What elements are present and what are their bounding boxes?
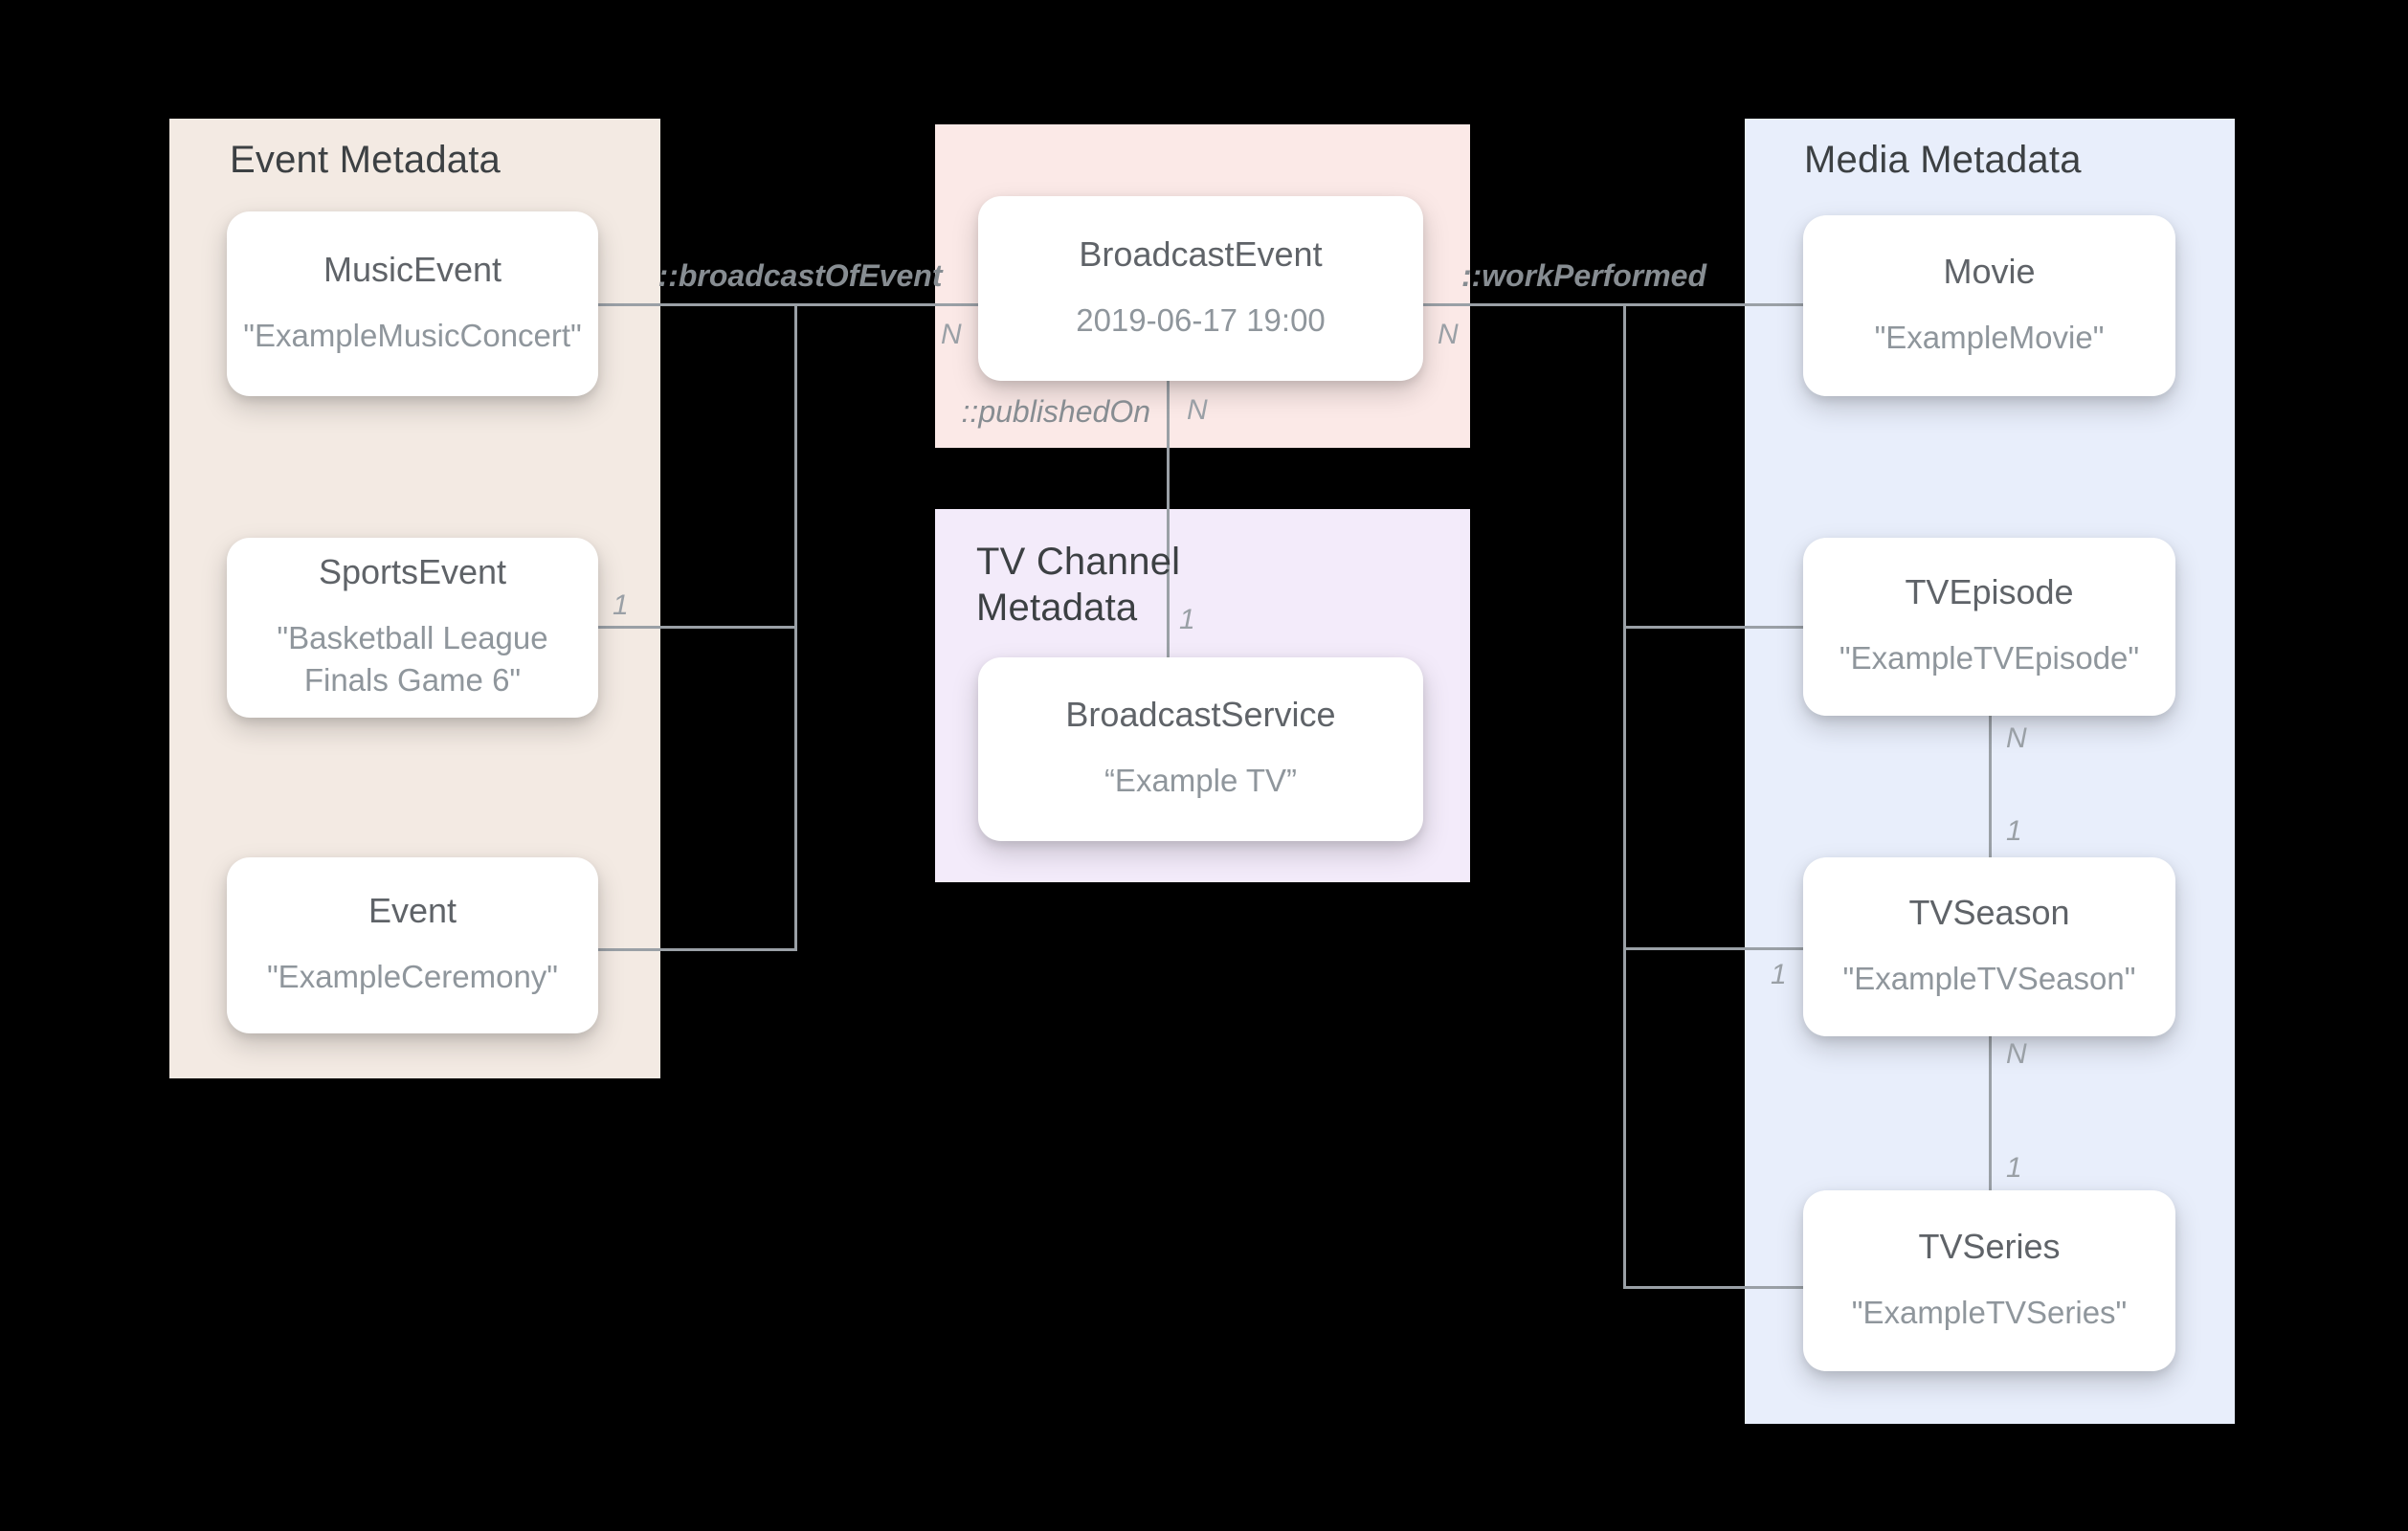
card-title: TVSeries xyxy=(1918,1226,2061,1266)
card-value: "ExampleTVSeries" xyxy=(1851,1294,2128,1330)
card-title: TVSeason xyxy=(1908,892,2070,932)
edge-tvepisode-tvseason xyxy=(1989,716,1992,857)
cardinality-season-series-n: N xyxy=(2006,1038,2027,1070)
card-tv-season: TVSeason "ExampleTVSeason" xyxy=(1803,857,2175,1036)
card-value: "ExampleTVEpisode" xyxy=(1839,640,2140,677)
card-value: 2019-06-17 19:00 xyxy=(1076,301,1326,338)
card-tv-episode: TVEpisode "ExampleTVEpisode" xyxy=(1803,538,2175,716)
relation-work-performed: ::workPerformed xyxy=(1460,258,1707,293)
card-event: Event "ExampleCeremony" xyxy=(227,857,598,1033)
card-title: Event xyxy=(368,891,457,931)
edge-bus-tvepisode xyxy=(1623,626,1803,629)
card-value: "ExampleMusicConcert" xyxy=(243,317,582,353)
edge-tvseason-tvseries xyxy=(1989,1036,1992,1190)
cardinality-episode-season-n: N xyxy=(2006,722,2027,754)
edge-musicevent-broadcastevent xyxy=(598,303,978,306)
card-value: “Example TV” xyxy=(1104,763,1298,799)
card-sports-event: SportsEvent "Basketball League Finals Ga… xyxy=(227,538,598,718)
card-broadcast-service: BroadcastService “Example TV” xyxy=(978,657,1423,841)
cardinality-broadcast-right-n: N xyxy=(1438,319,1459,350)
card-tv-series: TVSeries "ExampleTVSeries" xyxy=(1803,1190,2175,1371)
card-movie: Movie "ExampleMovie" xyxy=(1803,215,2175,396)
edge-bus-tvseason xyxy=(1623,947,1803,950)
card-title: Movie xyxy=(1943,251,2036,291)
relation-published-on: ::publishedOn xyxy=(961,394,1150,429)
relation-broadcast-of-event: ::broadcastOfEvent xyxy=(658,258,943,293)
cardinality-broadcast-service-1: 1 xyxy=(1179,604,1195,635)
edge-broadcastevent-movie xyxy=(1423,303,1803,306)
card-value: "Basketball League Finals Game 6" xyxy=(277,619,548,699)
card-value: "ExampleCeremony" xyxy=(266,959,559,995)
cardinality-broadcast-left-n: N xyxy=(941,319,962,350)
card-title: BroadcastEvent xyxy=(1079,233,1323,274)
cardinality-tv-season-left-1: 1 xyxy=(1771,959,1787,990)
edge-sportsevent-bus xyxy=(598,626,796,629)
cardinality-episode-season-1: 1 xyxy=(2006,815,2022,847)
card-value: "ExampleTVSeason" xyxy=(1842,960,2136,996)
card-value: "ExampleMovie" xyxy=(1874,319,2105,355)
edge-event-bus xyxy=(598,948,796,951)
card-music-event: MusicEvent "ExampleMusicConcert" xyxy=(227,211,598,396)
media-metadata-title: Media Metadata xyxy=(1804,139,2082,181)
edge-bus-tvseries xyxy=(1623,1286,1806,1289)
edge-right-vertical-bus xyxy=(1623,303,1626,1289)
card-broadcast-event: BroadcastEvent 2019-06-17 19:00 xyxy=(978,196,1423,381)
card-title: MusicEvent xyxy=(323,249,502,289)
cardinality-season-series-1: 1 xyxy=(2006,1152,2022,1184)
card-title: TVEpisode xyxy=(1905,572,2074,612)
card-title: SportsEvent xyxy=(318,552,507,592)
cardinality-sports-event-1: 1 xyxy=(613,589,629,621)
card-title: BroadcastService xyxy=(1065,695,1336,735)
edge-broadcastevent-broadcastservice xyxy=(1167,381,1170,657)
event-metadata-title: Event Metadata xyxy=(230,139,501,181)
tv-channel-metadata-title: TV Channel Metadata xyxy=(976,541,1181,629)
cardinality-published-on-n: N xyxy=(1187,394,1208,426)
